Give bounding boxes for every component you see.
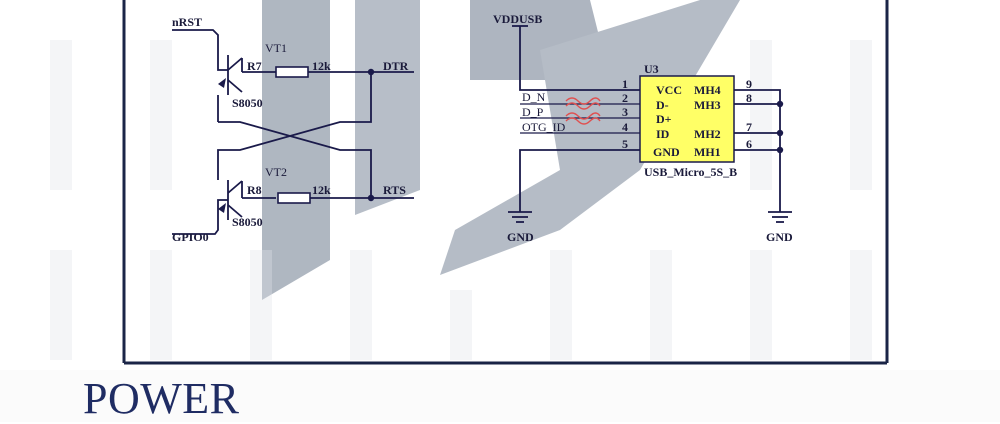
net-label-gnd-left: GND [507,230,534,244]
junction-mh3 [776,100,784,108]
pin-name-mh1: MH1 [694,145,721,159]
pin-number-4: 4 [622,120,628,134]
pin-name-mh4: MH4 [694,83,721,97]
footer-band [0,370,1000,422]
transistor-vt1-name: VT1 [265,41,287,55]
net-wire-gpio0 [172,199,228,235]
resistor-r8-value: 12k [312,183,331,197]
cross-coupling-wires [217,72,372,198]
pin-number-6: 6 [746,137,752,151]
net-label-vddusb: VDDUSB [493,12,542,26]
net-label-dtr: DTR [383,59,409,73]
differential-pair-marker [565,97,601,125]
usb-connector-part: USB_Micro_5S_B [644,165,737,179]
junction-rts [367,194,375,202]
net-label-rts: RTS [383,183,406,197]
pin-number-2: 2 [622,91,628,105]
section-title: POWER [83,374,240,423]
net-label-otg-id: OTG_ID [522,120,566,134]
pin-name-d-plus: D+ [656,112,672,126]
junction-mh1 [776,146,784,154]
pin-number-8: 8 [746,91,752,105]
net-wire-nrst [172,29,228,71]
pin-number-3: 3 [622,105,628,119]
pin-name-id: ID [656,127,670,141]
net-label-nrst: nRST [172,15,202,29]
pin-number-9: 9 [746,77,752,91]
net-wire-vcc [519,26,640,91]
pin-number-5: 5 [622,137,628,151]
net-label-gpio0: GPIO0 [172,230,209,244]
ground-symbol-left [508,211,532,223]
schematic-frame [122,0,889,365]
pin-name-vcc: VCC [656,83,682,97]
resistor-r7-ref: R7 [247,59,262,73]
resistor-r7-value: 12k [312,59,331,73]
usb-right-pins [734,89,781,212]
usb-connector-ref: U3 [644,62,659,76]
watermark-logo [50,0,872,360]
ground-symbol-right [768,211,792,223]
transistor-vt2-name: VT2 [265,165,287,179]
resistor-r8 [277,192,311,204]
net-label-gnd-right: GND [766,230,793,244]
net-label-d-n: D_N [522,90,546,104]
transistor-vt2-part: S8050 [232,215,263,229]
resistor-r7 [275,66,309,78]
pin-name-d-minus: D- [656,98,669,112]
pin-name-mh2: MH2 [694,127,721,141]
pin-number-7: 7 [746,120,752,134]
transistor-vt1 [217,55,276,122]
resistor-r8-ref: R8 [247,183,262,197]
junction-mh2 [776,129,784,137]
pin-number-1: 1 [622,77,628,91]
transistor-vt1-part: S8050 [232,96,263,110]
net-label-d-p: D_P [522,105,544,119]
pin-name-gnd: GND [653,145,680,159]
usb-connector-body [639,75,735,163]
pin-name-mh3: MH3 [694,98,721,112]
